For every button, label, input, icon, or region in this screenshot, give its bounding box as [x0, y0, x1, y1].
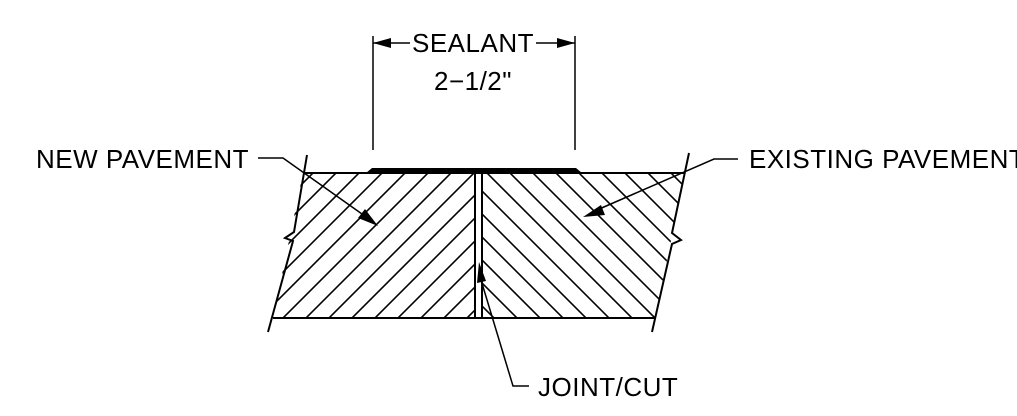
existing-pavement-callout: EXISTING PAVEMENT	[583, 144, 1017, 217]
existing-pavement-hatch-line	[482, 173, 632, 318]
existing-pavement-hatch-line	[624, 173, 685, 318]
new-pavement-hatch	[273, 173, 475, 318]
right-break-line	[651, 152, 690, 333]
new-pavement-label: NEW PAVEMENT	[36, 144, 249, 174]
existing-pavement-hatch-line	[482, 173, 563, 318]
sealant-bead	[366, 168, 582, 173]
existing-pavement-hatch-line	[532, 173, 685, 318]
joint-cut-leader	[480, 279, 529, 387]
new-pavement-hatch-line	[273, 173, 360, 318]
sealant-dimension: SEALANT 2−1/2"	[372, 28, 576, 150]
joint-cut-callout: JOINT/CUT	[477, 262, 678, 402]
arrowhead-right	[557, 38, 575, 48]
joint-cut-label: JOINT/CUT	[538, 372, 678, 402]
new-pavement-hatch-line	[273, 173, 406, 318]
dimension-value: 2−1/2"	[434, 66, 512, 96]
new-pavement-hatch-line	[352, 173, 475, 318]
existing-pavement-hatch-line	[647, 173, 685, 318]
new-pavement-hatch-line	[273, 173, 337, 318]
existing-pavement-leader	[596, 158, 738, 211]
existing-pavement-hatch-line	[482, 173, 586, 318]
new-pavement-hatch-line	[273, 173, 314, 318]
existing-pavement-hatch	[482, 173, 685, 318]
sealant-label: SEALANT	[412, 28, 534, 58]
new-pavement-hatch-line	[273, 173, 429, 318]
existing-pavement-hatch-line	[578, 173, 685, 318]
left-break-line	[267, 154, 308, 333]
new-pavement-hatch-line	[375, 173, 475, 318]
existing-pavement-hatch-line	[482, 173, 609, 318]
new-pavement-hatch-line	[273, 173, 291, 318]
new-pavement-arrowhead	[358, 209, 378, 226]
new-pavement-hatch-line	[398, 173, 475, 318]
new-pavement-hatch-line	[283, 173, 475, 318]
existing-pavement-hatch-line	[486, 173, 678, 318]
new-pavement-hatch-line	[273, 173, 383, 318]
new-pavement-hatch-line	[421, 173, 475, 318]
existing-pavement-hatch-line	[482, 173, 517, 318]
existing-pavement-hatch-line	[601, 173, 685, 318]
existing-pavement-hatch-line	[670, 173, 685, 318]
existing-pavement-label: EXISTING PAVEMENT	[749, 144, 1017, 174]
new-pavement-callout: NEW PAVEMENT	[36, 144, 378, 226]
new-pavement-hatch-line	[329, 173, 475, 318]
joint-cut-arrowhead	[477, 262, 486, 283]
existing-pavement-hatch-line	[555, 173, 685, 318]
new-pavement-hatch-line	[273, 173, 452, 318]
existing-pavement-hatch-line	[482, 173, 655, 318]
arrowhead-left	[373, 38, 391, 48]
existing-pavement-arrowhead	[583, 205, 605, 217]
existing-pavement-hatch-line	[482, 173, 540, 318]
new-pavement-leader	[258, 157, 363, 215]
new-pavement-hatch-line	[306, 173, 475, 318]
